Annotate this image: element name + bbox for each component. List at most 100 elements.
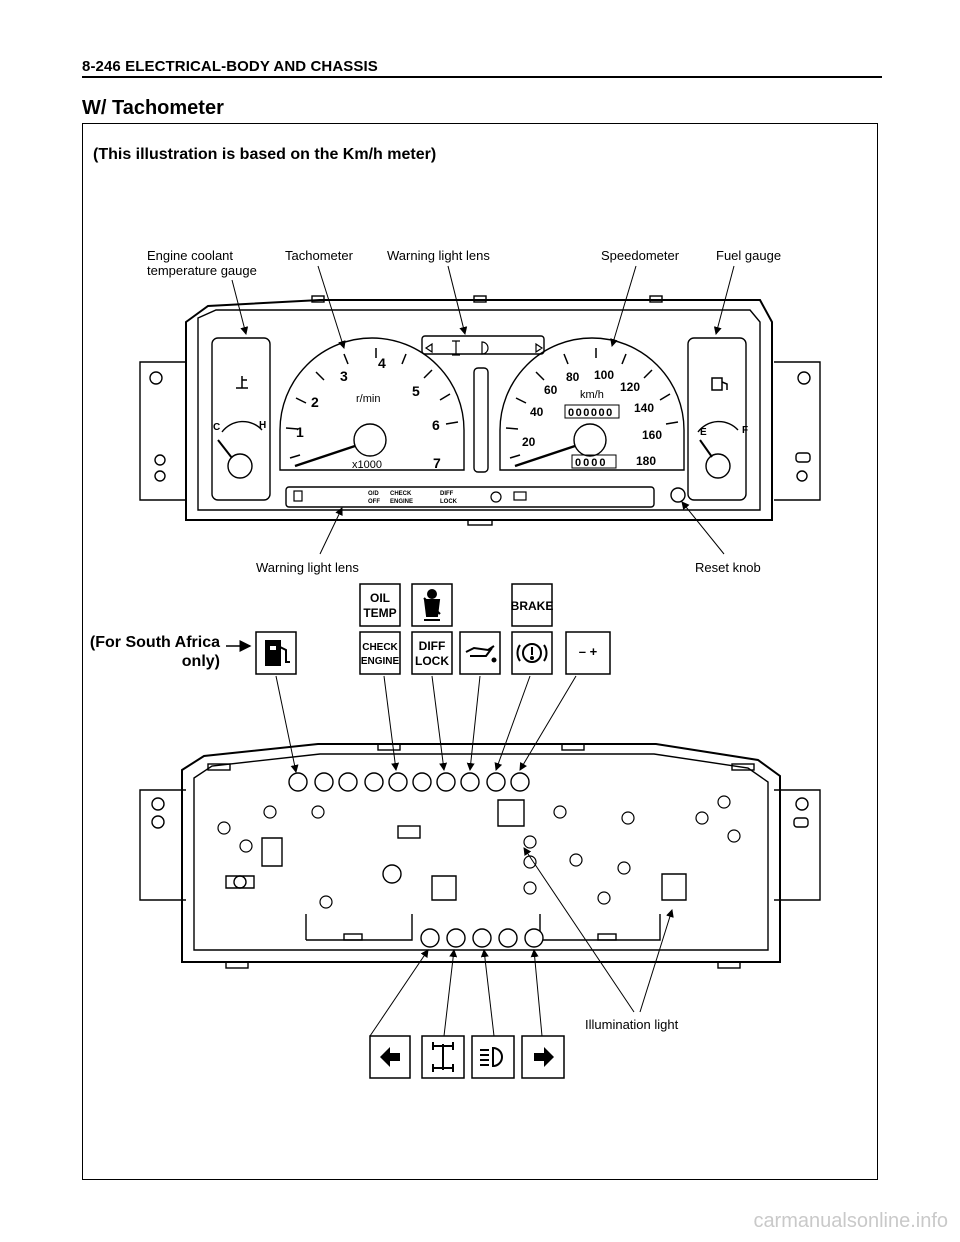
label-reset-knob: Reset knob bbox=[695, 560, 761, 575]
diff-lock-tile bbox=[411, 631, 453, 675]
bottom-warning-lens bbox=[285, 486, 655, 508]
check-engine-line1: CHECK bbox=[362, 642, 398, 653]
seatbelt-tile bbox=[411, 583, 453, 627]
oil-temp-tile bbox=[359, 583, 401, 627]
temp-cold-label: C bbox=[213, 422, 220, 433]
high-beam-icon bbox=[480, 1046, 503, 1068]
bulb-sockets-top bbox=[288, 772, 530, 792]
cluster-housing bbox=[185, 299, 773, 521]
speedometer-hub bbox=[573, 423, 607, 457]
tile-leaders bbox=[275, 675, 577, 773]
speed-tick-label: 80 bbox=[566, 370, 580, 384]
rear-housing bbox=[181, 743, 781, 963]
front-cluster bbox=[139, 295, 821, 526]
lens-lock-label: LOCK bbox=[440, 499, 458, 505]
indicator-tiles bbox=[255, 583, 611, 675]
tach-tick-label: 4 bbox=[378, 355, 386, 371]
bottom-tile-leaders bbox=[369, 847, 674, 1037]
check-engine-line2: ENGINE bbox=[361, 656, 400, 667]
speedometer-ticks bbox=[505, 348, 679, 459]
lens-icons bbox=[293, 340, 544, 503]
rear-right-tab bbox=[774, 789, 821, 901]
label-warning-light-lens-bottom: Warning light lens bbox=[256, 560, 359, 575]
brake-warning-tile bbox=[511, 631, 553, 675]
rear-cluster bbox=[139, 743, 821, 969]
mount-hole bbox=[154, 470, 166, 482]
mount-slot bbox=[795, 452, 811, 463]
fuel-gauge-hub bbox=[705, 453, 731, 479]
bulb-sockets-bottom bbox=[420, 928, 544, 948]
label-south-africa-line1: (For South Africa bbox=[89, 634, 220, 651]
tach-tick-label: 6 bbox=[432, 417, 440, 433]
lens-off-label: OFF bbox=[368, 499, 380, 505]
cluster-bezel bbox=[197, 309, 761, 511]
tachometer-ticks bbox=[285, 348, 459, 459]
brake-text: BRAKE bbox=[511, 599, 554, 613]
fuel-gauge-window bbox=[687, 337, 747, 501]
charge-text: – + bbox=[579, 644, 598, 659]
tach-tick-label: 1 bbox=[296, 424, 304, 440]
figure-frame bbox=[82, 123, 878, 1180]
speed-tick-label: 100 bbox=[594, 368, 614, 382]
turn-right-icon bbox=[534, 1047, 554, 1067]
fuel-gauge-needle bbox=[699, 439, 713, 458]
left-mount-tab bbox=[139, 361, 186, 501]
screws bbox=[217, 795, 741, 909]
charge-tile bbox=[565, 631, 611, 675]
temp-gauge-arc bbox=[221, 420, 263, 433]
fuel-pump-tile-icon bbox=[265, 640, 290, 666]
speed-tick-label: 160 bbox=[642, 428, 662, 442]
label-engine-coolant-line2: temperature gauge bbox=[147, 263, 257, 278]
illustration-note: (This illustration is based on the Km/h … bbox=[93, 146, 437, 163]
speed-tick-label: 60 bbox=[544, 383, 558, 397]
brake-warning-icon bbox=[516, 643, 548, 663]
fuel-pump-icon bbox=[711, 377, 728, 391]
tach-tick-label: 2 bbox=[311, 394, 319, 410]
mount-hole bbox=[149, 371, 163, 385]
top-warning-lens bbox=[421, 335, 545, 355]
watermark: carmanualsonline.info bbox=[753, 1210, 948, 1232]
lens-engine-label: ENGINE bbox=[390, 499, 413, 505]
speed-tick-label: 40 bbox=[530, 405, 544, 419]
four-wheel-drive-tile bbox=[421, 1035, 465, 1079]
label-tachometer: Tachometer bbox=[285, 248, 353, 263]
speed-tick-label: 120 bbox=[620, 380, 640, 394]
label-south-africa-line2: only) bbox=[181, 653, 220, 670]
lens-diff-label: DIFF bbox=[440, 491, 454, 497]
temp-gauge-hub bbox=[227, 453, 253, 479]
rear-inner bbox=[193, 753, 769, 951]
fuel-empty-label: E bbox=[700, 427, 707, 438]
tach-unit: r/min bbox=[356, 393, 380, 405]
callout-leaders-top bbox=[231, 265, 735, 555]
bottom-indicator-tiles bbox=[369, 1035, 565, 1079]
label-engine-coolant-line1: Engine coolant bbox=[147, 248, 234, 263]
odometer-value: 000000 bbox=[568, 407, 614, 419]
oil-temp-line1: OIL bbox=[370, 591, 390, 605]
oil-pressure-icon bbox=[465, 645, 497, 663]
speed-unit: km/h bbox=[580, 389, 604, 401]
tachometer-face bbox=[279, 337, 465, 471]
oil-pressure-tile bbox=[459, 631, 501, 675]
mount-hole bbox=[797, 371, 811, 385]
mount-hole bbox=[796, 470, 808, 482]
header-rule bbox=[82, 76, 882, 78]
fuel-tile bbox=[255, 631, 297, 675]
lens-od-label: O/D bbox=[368, 491, 379, 497]
turn-left-tile bbox=[369, 1035, 411, 1079]
right-mount-tab bbox=[774, 361, 821, 501]
label-fuel-gauge: Fuel gauge bbox=[716, 248, 782, 263]
coolant-temp-icon bbox=[236, 376, 248, 389]
tachometer-needle bbox=[294, 444, 356, 468]
speedometer-needle bbox=[514, 444, 576, 468]
temp-gauge-window bbox=[211, 337, 271, 501]
label-speedometer: Speedometer bbox=[601, 248, 680, 263]
tripmeter-box bbox=[571, 454, 617, 469]
top-clip bbox=[649, 295, 663, 303]
turn-left-icon bbox=[380, 1047, 400, 1067]
high-beam-tile bbox=[471, 1035, 515, 1079]
label-warning-light-lens-top: Warning light lens bbox=[387, 248, 490, 263]
temp-gauge-needle bbox=[217, 439, 233, 459]
center-window bbox=[473, 367, 489, 473]
tach-tick-label: 3 bbox=[340, 368, 348, 384]
top-clip bbox=[473, 295, 487, 303]
